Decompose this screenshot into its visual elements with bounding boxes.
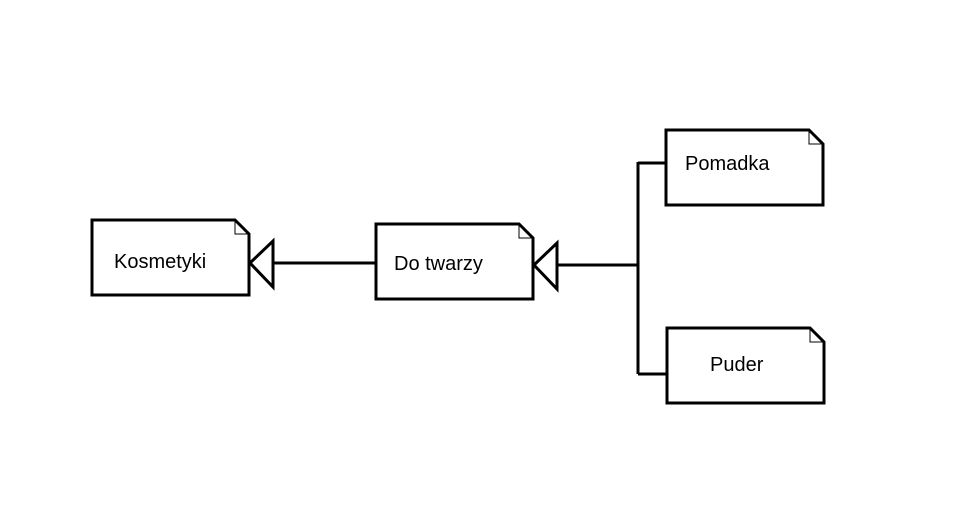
node-label-kosmetyki: Kosmetyki (114, 251, 206, 273)
edge-do-twarzy-to-kosmetyki (247, 237, 376, 291)
note-fold (518, 224, 533, 239)
note-fold (808, 130, 823, 145)
note-shape (90, 218, 251, 297)
edge-children-to-do-twarzy (531, 161, 667, 376)
node-kosmetyki[interactable]: Kosmetyki (90, 218, 251, 297)
note-shape (665, 326, 826, 405)
generalization-arrowhead (247, 237, 275, 291)
note-fold (234, 220, 249, 235)
node-do-twarzy[interactable]: Do twarzy (374, 222, 535, 301)
note-shape (664, 128, 825, 207)
note-fold (809, 328, 824, 343)
node-label-pomadka: Pomadka (685, 153, 770, 175)
note-shape (374, 222, 535, 301)
node-label-puder: Puder (710, 354, 764, 376)
node-pomadka[interactable]: Pomadka (664, 128, 825, 207)
node-puder[interactable]: Puder (665, 326, 826, 405)
node-label-do-twarzy: Do twarzy (394, 253, 483, 275)
generalization-arrowhead (531, 239, 559, 293)
